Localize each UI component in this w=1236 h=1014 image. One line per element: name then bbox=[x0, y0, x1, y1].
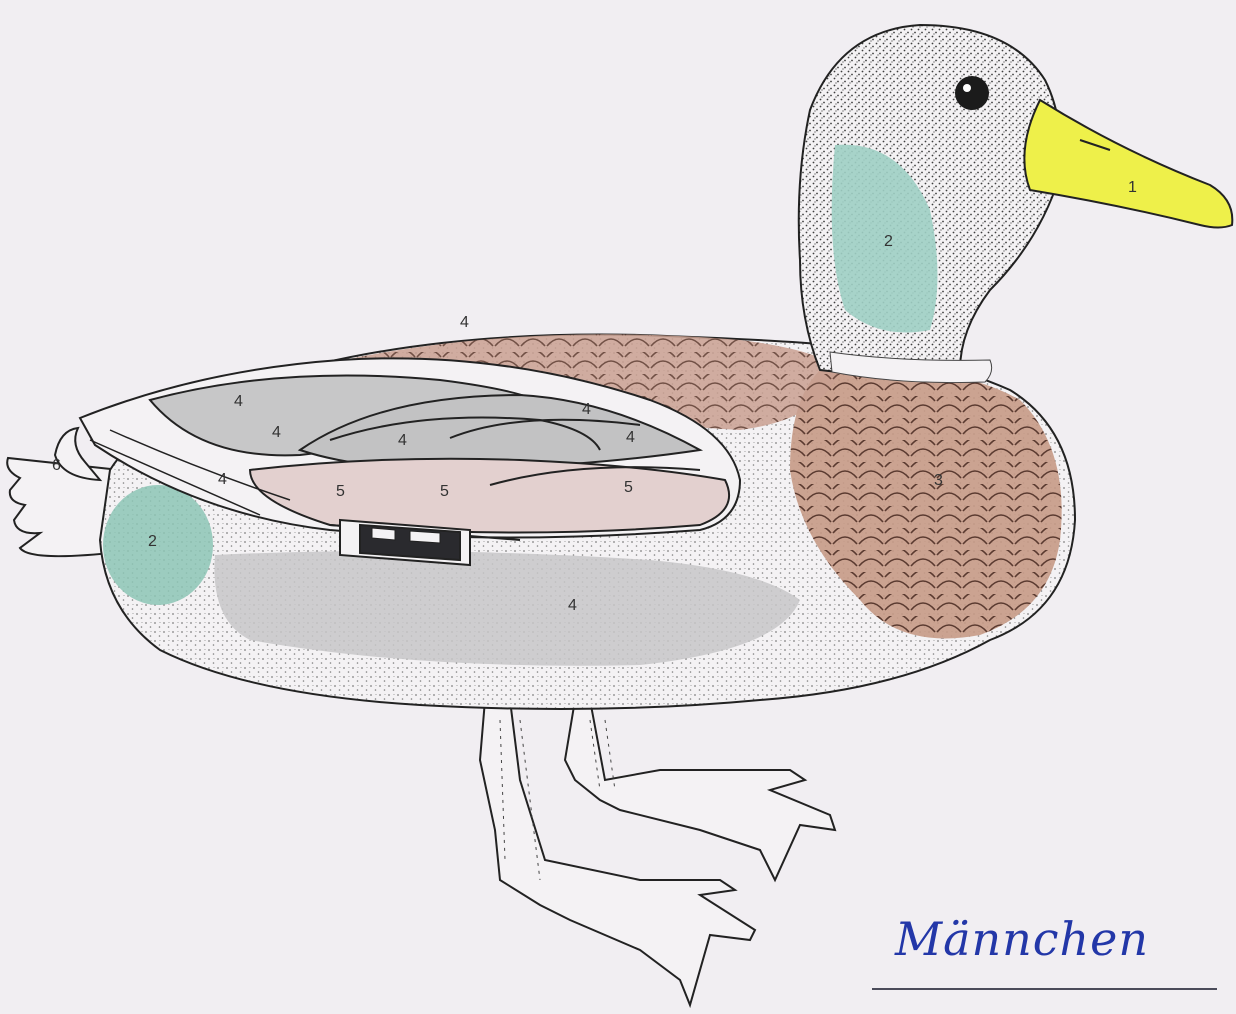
caption-underline bbox=[872, 988, 1217, 990]
back-leg bbox=[565, 700, 835, 880]
head bbox=[799, 25, 1233, 383]
label-flank: 4 bbox=[568, 597, 577, 614]
front-leg bbox=[480, 700, 755, 1005]
label-wing-f: 4 bbox=[218, 471, 227, 488]
label-wing-pink-b: 5 bbox=[440, 483, 449, 500]
caption: Männchen bbox=[895, 912, 1149, 966]
label-neck: 2 bbox=[884, 233, 893, 250]
label-rear: 2 bbox=[148, 533, 157, 550]
label-wing-e: 4 bbox=[626, 429, 635, 446]
label-beak: 1 bbox=[1128, 179, 1137, 196]
beak bbox=[1024, 100, 1232, 228]
label-wing-b: 4 bbox=[272, 424, 281, 441]
label-wing-pink-c: 5 bbox=[624, 479, 633, 496]
eye bbox=[955, 76, 989, 110]
legs bbox=[480, 700, 835, 1005]
label-back-top: 4 bbox=[460, 314, 469, 331]
rear-patch bbox=[103, 485, 213, 605]
label-wing-c: 4 bbox=[398, 432, 407, 449]
label-wing-pink-a: 5 bbox=[336, 483, 345, 500]
label-breast: 3 bbox=[934, 472, 943, 489]
label-tail: 6 bbox=[52, 457, 61, 474]
label-wing-d: 4 bbox=[582, 401, 591, 418]
label-wing-a: 4 bbox=[234, 393, 243, 410]
